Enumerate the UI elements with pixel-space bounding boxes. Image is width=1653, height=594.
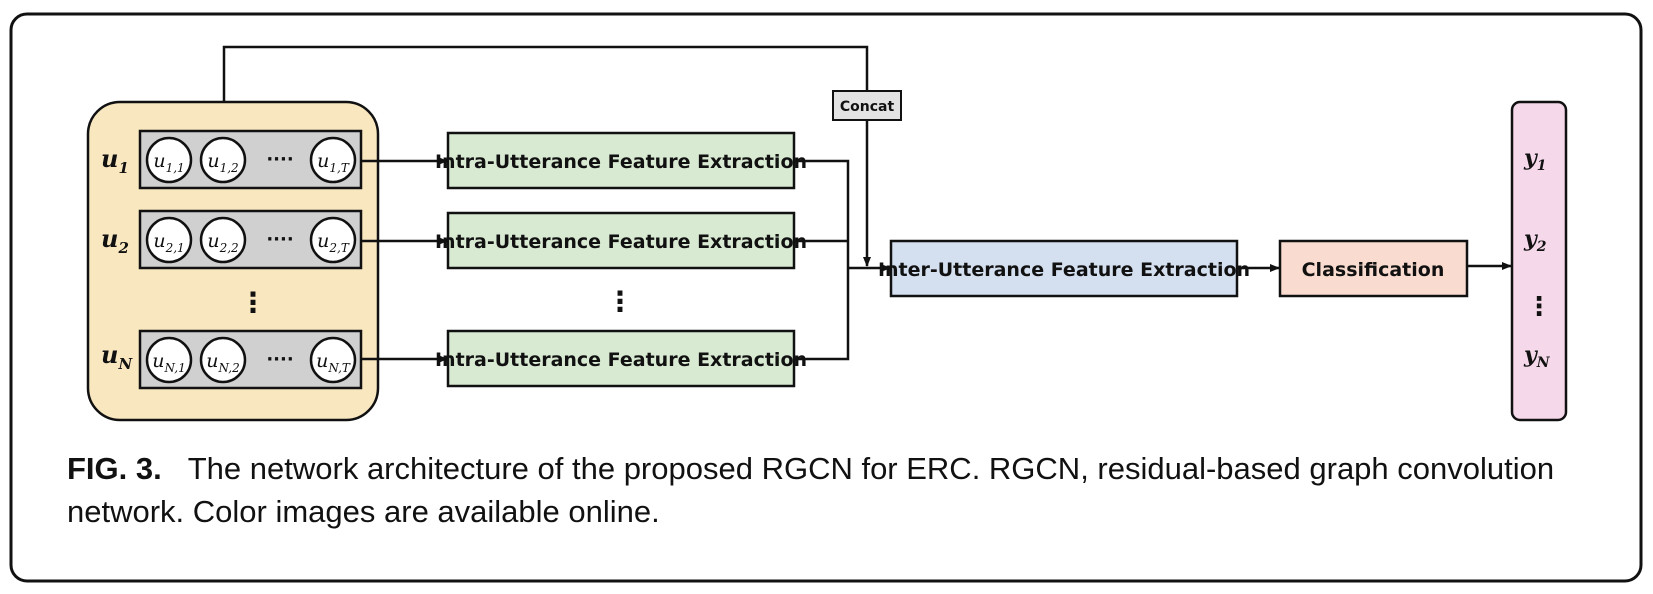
concat-label: Concat <box>840 99 895 115</box>
token-node <box>145 336 193 384</box>
utterance-row-2: u2 u2,1 u2,2 ···· u2,T <box>101 209 363 270</box>
token-label: uN,1 <box>152 350 185 375</box>
token-label: u1,T <box>317 150 350 175</box>
utterance-label-2: u2 <box>101 224 129 257</box>
token-node <box>145 216 193 264</box>
caption-label: FIG. 3. <box>67 451 162 486</box>
output-label-1: y1 <box>1523 145 1547 174</box>
output-label-n: yN <box>1523 342 1551 371</box>
utterance-row-1: u1 u1,1 u1,2 ···· u1,T <box>101 129 363 190</box>
merge-line-1 <box>794 159 850 361</box>
token-label: u2,1 <box>153 230 184 255</box>
token-label: u2,2 <box>207 230 238 255</box>
token-ellipsis: ···· <box>266 229 293 250</box>
output-label-2: y2 <box>1523 226 1547 255</box>
token-node <box>199 336 247 384</box>
inter-label: Inter-Utterance Feature Extraction <box>878 259 1250 281</box>
figure-frame <box>9 12 1643 583</box>
token-label: u2,T <box>317 230 350 255</box>
concat-box <box>832 90 902 121</box>
token-node <box>199 216 247 264</box>
output-panel <box>1510 100 1568 422</box>
classification-label: Classification <box>1302 259 1445 281</box>
token-node <box>309 336 357 384</box>
token-label: u1,1 <box>153 150 184 175</box>
utterance-row-n: uN uN,1 uN,2 ···· uN,T <box>101 329 363 390</box>
inter-box <box>889 239 1239 298</box>
utterance-label-1: u1 <box>101 144 129 177</box>
intra-label-n: Intra-Utterance Feature Extraction <box>435 349 807 371</box>
classification-box <box>1278 239 1469 298</box>
intra-label-2: Intra-Utterance Feature Extraction <box>435 231 807 253</box>
token-ellipsis: ···· <box>266 149 293 170</box>
token-label: uN,2 <box>206 350 239 375</box>
skip-connection-line <box>222 45 869 102</box>
token-ellipsis: ···· <box>266 349 293 370</box>
token-node <box>309 216 357 264</box>
token-label: uN,T <box>316 350 351 375</box>
caption-text: The network architecture of the proposed… <box>67 451 1555 529</box>
token-label: u1,2 <box>207 150 238 175</box>
intra-label-1: Intra-Utterance Feature Extraction <box>435 151 807 173</box>
utterance-label-n: uN <box>101 340 133 373</box>
figure-caption: FIG. 3.The network architecture of the p… <box>67 447 1567 533</box>
token-node <box>145 136 193 184</box>
token-node <box>309 136 357 184</box>
intra-vertical-ellipsis: ⋮ <box>606 285 634 318</box>
utterance-vertical-ellipsis: ⋮ <box>239 286 267 319</box>
output-vertical-ellipsis: ⋮ <box>1526 292 1552 322</box>
token-node <box>199 136 247 184</box>
intra-box-2 <box>446 211 796 270</box>
intra-box-1 <box>446 131 796 190</box>
